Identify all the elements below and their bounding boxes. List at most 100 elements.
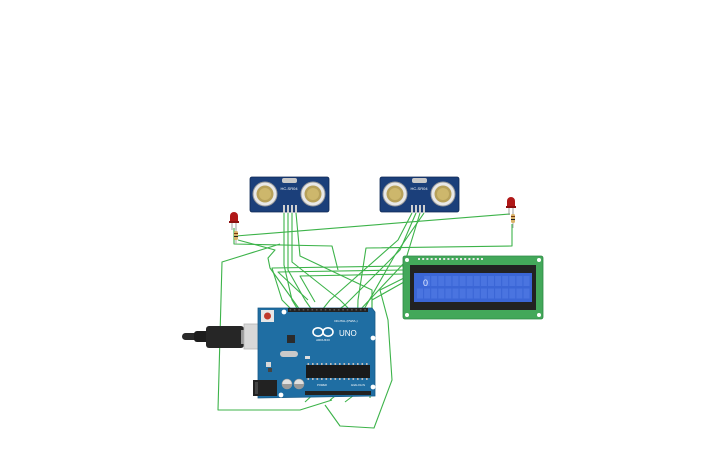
chip-leg [343, 378, 346, 380]
lcd-header-pins [418, 258, 483, 260]
lcd-cell [452, 276, 459, 286]
header-pin [333, 309, 336, 311]
lcd-pin [430, 258, 433, 260]
chip-leg [321, 378, 323, 380]
lcd-display[interactable]: 0 [402, 255, 544, 320]
chip-leg [307, 378, 310, 380]
lcd-cell [502, 288, 509, 299]
lcd-cell [445, 288, 452, 299]
chip-leg [316, 363, 319, 365]
lcd-cell [466, 276, 473, 286]
header-pin [337, 309, 340, 311]
wire-left-sensor-1[interactable] [283, 213, 299, 311]
dc-power-jack[interactable] [253, 380, 277, 396]
chip-leg [339, 378, 341, 380]
chip-leg [325, 378, 328, 380]
lcd-cell [438, 288, 445, 299]
chip-leg [348, 363, 350, 365]
chip-leg [321, 363, 323, 365]
lcd-pin [481, 258, 483, 260]
header-pin [298, 309, 300, 311]
lcd-pin [468, 258, 471, 260]
wire-left-led-gnd[interactable] [217, 243, 333, 411]
chip-leg [312, 363, 314, 365]
wire-lcd-2[interactable] [277, 269, 405, 301]
lcd-cell [424, 276, 431, 286]
lcd-cell [495, 276, 502, 286]
header-pin [342, 309, 344, 311]
header-pin [293, 309, 296, 311]
lcd-pin [464, 258, 467, 260]
lcd-cell [488, 276, 494, 286]
lcd-cell [509, 288, 516, 299]
led-left[interactable] [229, 212, 239, 230]
chip-leg [325, 363, 328, 365]
wire-right-sensor-2[interactable] [337, 212, 417, 311]
lcd-cell [473, 288, 480, 299]
chip-leg [307, 363, 310, 365]
lcd-cell [523, 288, 530, 299]
lcd-cell [480, 288, 487, 299]
lcd-pin [418, 258, 420, 260]
lcd-pin [439, 258, 441, 260]
chip-leg [352, 378, 355, 380]
chip-leg [343, 363, 346, 365]
wire-lcd-1[interactable] [271, 265, 405, 311]
lcd-cell [445, 276, 452, 286]
lcd-cell [523, 276, 530, 286]
header-pin [315, 309, 318, 311]
wire-lcd-4[interactable] [324, 277, 405, 429]
lcd-cell [516, 276, 523, 286]
lcd-cell [473, 276, 480, 286]
lcd-cell [502, 276, 509, 286]
lcd-pin [472, 258, 475, 260]
sensor-right-model: HC-SR04 [410, 186, 428, 191]
header-pin [359, 309, 362, 311]
lcd-cell [424, 288, 431, 299]
power-label: POWER [317, 383, 327, 387]
lcd-pin [434, 258, 437, 260]
header-pin [302, 309, 305, 311]
lcd-pin [455, 258, 458, 260]
header-pin [311, 309, 314, 311]
header-pin [329, 309, 331, 311]
lcd-cell [495, 288, 502, 299]
chip-leg [316, 378, 319, 380]
chip-leg [339, 363, 341, 365]
chip-leg [366, 378, 368, 380]
chip-leg [366, 363, 368, 365]
led-right[interactable] [506, 197, 516, 215]
lcd-pin [460, 258, 462, 260]
lcd-pin [443, 258, 446, 260]
wire-left-led-a[interactable] [233, 228, 339, 271]
wire-right-sensor-1[interactable] [321, 212, 413, 311]
arduino-uno-board[interactable]: UNO ARDUINO DIGITAL (PWM~) ANALOG IN POW… [253, 307, 376, 399]
lcd-pin [426, 258, 429, 260]
digital-label: DIGITAL (PWM~) [334, 319, 357, 323]
lcd-text: 0 [423, 278, 428, 288]
lcd-cell [488, 288, 494, 299]
sensor-right-pins [411, 205, 425, 213]
ultrasonic-sensor-left[interactable]: HC-SR04 [249, 176, 330, 213]
resistor-left[interactable] [234, 228, 238, 244]
wire-lcd-3[interactable] [299, 273, 405, 303]
lcd-cell [480, 276, 487, 286]
lcd-pin [447, 258, 450, 260]
lcd-cell [431, 288, 438, 299]
chip-leg [330, 378, 332, 380]
wire-left-sensor-2[interactable] [287, 213, 313, 311]
header-pin [364, 309, 366, 311]
lcd-char-grid [417, 276, 530, 299]
wire-left-led-b[interactable] [237, 239, 301, 311]
lcd-cell [466, 288, 473, 299]
wire-right-led-b[interactable] [235, 213, 511, 237]
chip-leg [352, 363, 355, 365]
lcd-pin [451, 258, 454, 260]
chip-leg [361, 363, 364, 365]
header-pin [324, 309, 327, 311]
analog-label: ANALOG IN [351, 383, 365, 387]
resistor-right[interactable] [511, 212, 515, 228]
ultrasonic-sensor-right[interactable]: HC-SR04 [379, 176, 460, 213]
lcd-cell [459, 288, 466, 299]
